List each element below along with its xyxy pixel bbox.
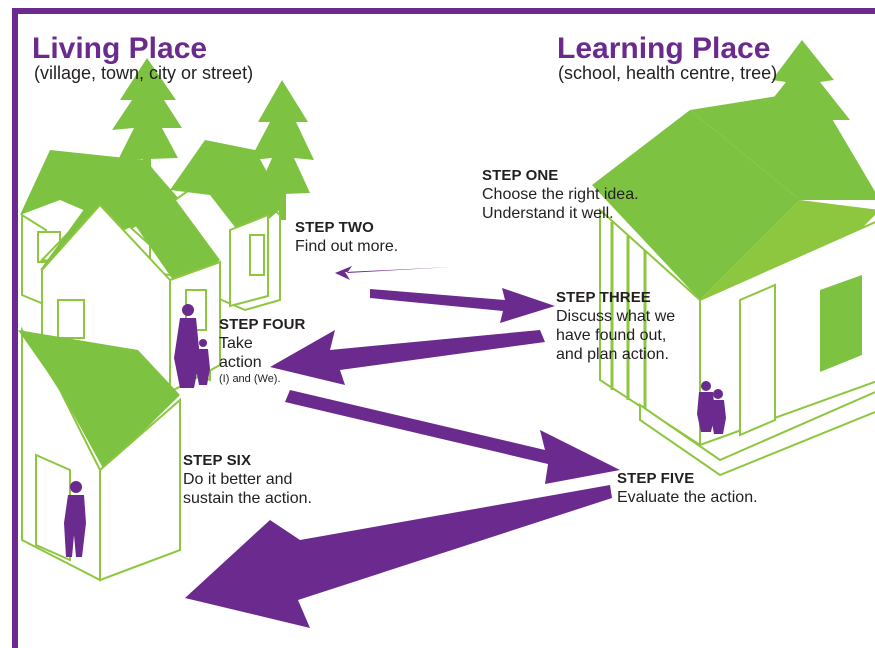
step-two-label: STEP TWO Find out more.: [295, 218, 398, 256]
arrow-icon: [185, 266, 620, 628]
people-icon: [697, 381, 726, 434]
living-place-title: Living Place: [32, 32, 208, 65]
step-six-line: sustain the action.: [183, 490, 312, 507]
step-one-line: Understand it well.: [482, 205, 614, 222]
step-five-label: STEP FIVE Evaluate the action.: [617, 469, 758, 507]
step-four-note: (I) and (We).: [219, 373, 281, 385]
step-six-label: STEP SIX Do it better and sustain the ac…: [183, 451, 312, 508]
learning-place-title: Learning Place: [557, 32, 771, 65]
people-icon: [64, 481, 86, 557]
step-one-line: Choose the right idea.: [482, 186, 639, 203]
step-one-label: STEP ONE Choose the right idea. Understa…: [482, 166, 639, 223]
step-three-line: have found out,: [556, 327, 667, 344]
step-three-heading: STEP THREE: [556, 289, 651, 306]
step-two-line: Find out more.: [295, 238, 399, 255]
school-icon: [592, 90, 875, 477]
step-four-line: Take: [219, 335, 253, 352]
learning-place-subtitle: (school, health centre, tree): [558, 63, 778, 83]
step-four-line: action: [219, 354, 262, 371]
frame-left: [12, 8, 18, 648]
step-six-line: Do it better and: [183, 471, 293, 488]
step-three-line: and plan action.: [556, 346, 669, 363]
step-five-heading: STEP FIVE: [617, 470, 695, 487]
step-one-heading: STEP ONE: [482, 167, 559, 184]
people-icon: [174, 304, 210, 388]
step-three-label: STEP THREE Discuss what we have found ou…: [556, 288, 675, 364]
frame-top: [12, 8, 875, 14]
living-place-subtitle: (village, town, city or street): [34, 63, 254, 83]
step-six-heading: STEP SIX: [183, 452, 252, 469]
step-three-line: Discuss what we: [556, 308, 676, 325]
tree-icon: [112, 58, 182, 170]
step-four-heading: STEP FOUR: [219, 316, 306, 333]
step-two-heading: STEP TWO: [295, 219, 374, 236]
step-four-label: STEP FOUR Take action (I) and (We).: [219, 315, 305, 386]
tree-icon: [250, 80, 314, 220]
step-five-line: Evaluate the action.: [617, 489, 758, 506]
